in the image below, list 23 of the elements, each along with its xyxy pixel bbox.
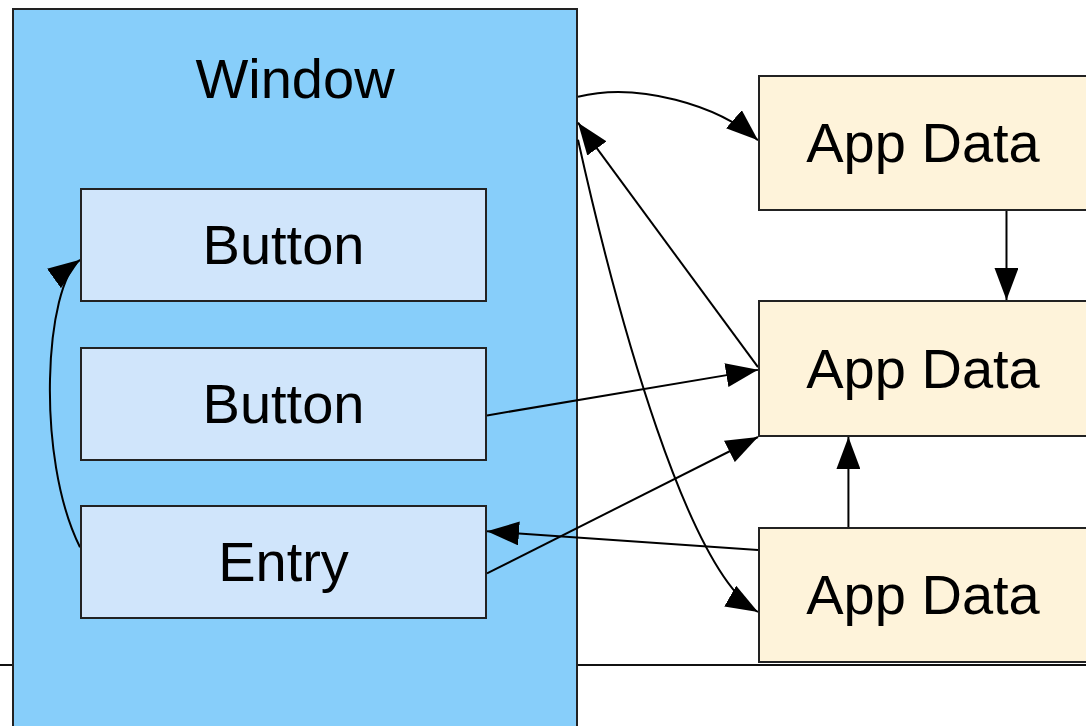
window-panel [12,8,578,726]
arrow [486,436,759,575]
arrow [49,258,81,549]
widget-box [80,505,487,619]
box-label: App Data [806,564,1040,626]
arrow [486,521,759,552]
arrow [994,210,1019,301]
data-box [758,75,1086,211]
box-label: Entry [218,531,349,593]
box-label: Window [195,48,395,110]
widget-box [80,188,487,302]
data-box [758,300,1086,437]
box-label: App Data [806,112,1040,174]
arrow [577,138,759,613]
arrow [577,91,759,142]
arrow [836,436,861,528]
arrow [486,363,759,417]
box-label: Button [202,214,365,276]
box-label: Button [202,373,365,435]
arrow [577,121,759,369]
widget-box [80,347,487,461]
box-label: App Data [806,337,1040,400]
data-box [758,527,1086,663]
